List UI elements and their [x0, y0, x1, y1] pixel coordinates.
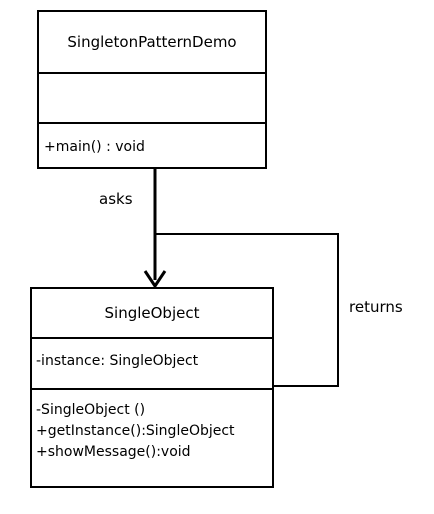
methods-compartment: +main() : void: [39, 124, 265, 158]
class-singleton-pattern-demo: SingletonPatternDemo +main() : void: [37, 10, 267, 169]
method-get-instance: +getInstance():SingleObject: [36, 423, 235, 439]
edge-label-asks: asks: [99, 190, 133, 208]
attribute-instance: -instance: SingleObject: [36, 353, 199, 369]
attributes-compartment: [39, 74, 265, 124]
attributes-compartment: -instance: SingleObject: [32, 339, 272, 390]
returns-edge-line: [155, 233, 339, 387]
method-show-message: +showMessage():void: [36, 444, 191, 460]
method-main: +main() : void: [44, 139, 145, 155]
class-single-object: SingleObject -instance: SingleObject -Si…: [30, 287, 274, 488]
class-name-compartment: SingleObject: [32, 289, 272, 339]
class-name: SingleObject: [104, 304, 200, 322]
methods-compartment: -SingleObject () +getInstance():SingleOb…: [32, 390, 272, 463]
asks-arrowhead: [143, 270, 167, 289]
method-constructor: -SingleObject (): [36, 402, 146, 418]
class-name-compartment: SingletonPatternDemo: [39, 12, 265, 74]
class-name: SingletonPatternDemo: [67, 33, 237, 51]
edge-label-returns: returns: [349, 298, 403, 316]
